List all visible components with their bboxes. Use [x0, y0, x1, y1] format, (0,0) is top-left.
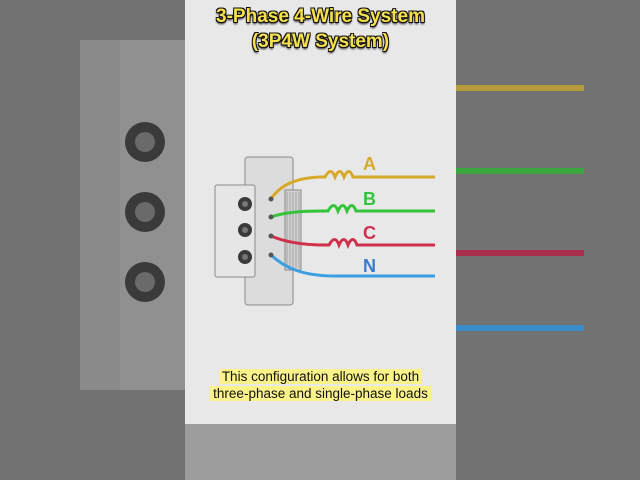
wiring-diagram: A B C N	[214, 154, 435, 306]
wire-c	[268, 233, 435, 249]
background-left	[0, 0, 185, 480]
terminal-block	[214, 156, 302, 306]
phase-label-n: N	[363, 256, 376, 276]
panel-footer-strip	[185, 424, 456, 480]
phase-label-b: B	[363, 189, 376, 209]
title-line-1: 3-Phase 4-Wire System	[216, 6, 425, 27]
wire-n	[268, 252, 435, 278]
phase-label-a: A	[363, 154, 376, 174]
background-right	[456, 0, 640, 480]
background-wires	[456, 85, 584, 331]
phase-label-c: C	[363, 223, 376, 243]
caption-line-2: three-phase and single-phase loads	[210, 386, 431, 401]
page-title: 3-Phase 4-Wire System (3P4W System)	[185, 4, 456, 54]
caption: This configuration allows for both three…	[185, 368, 456, 402]
title-line-2: (3P4W System)	[251, 31, 390, 52]
wire-a	[268, 170, 435, 202]
background-terminal-block	[80, 40, 185, 390]
wire-b	[268, 204, 435, 220]
caption-line-1: This configuration allows for both	[218, 369, 423, 384]
